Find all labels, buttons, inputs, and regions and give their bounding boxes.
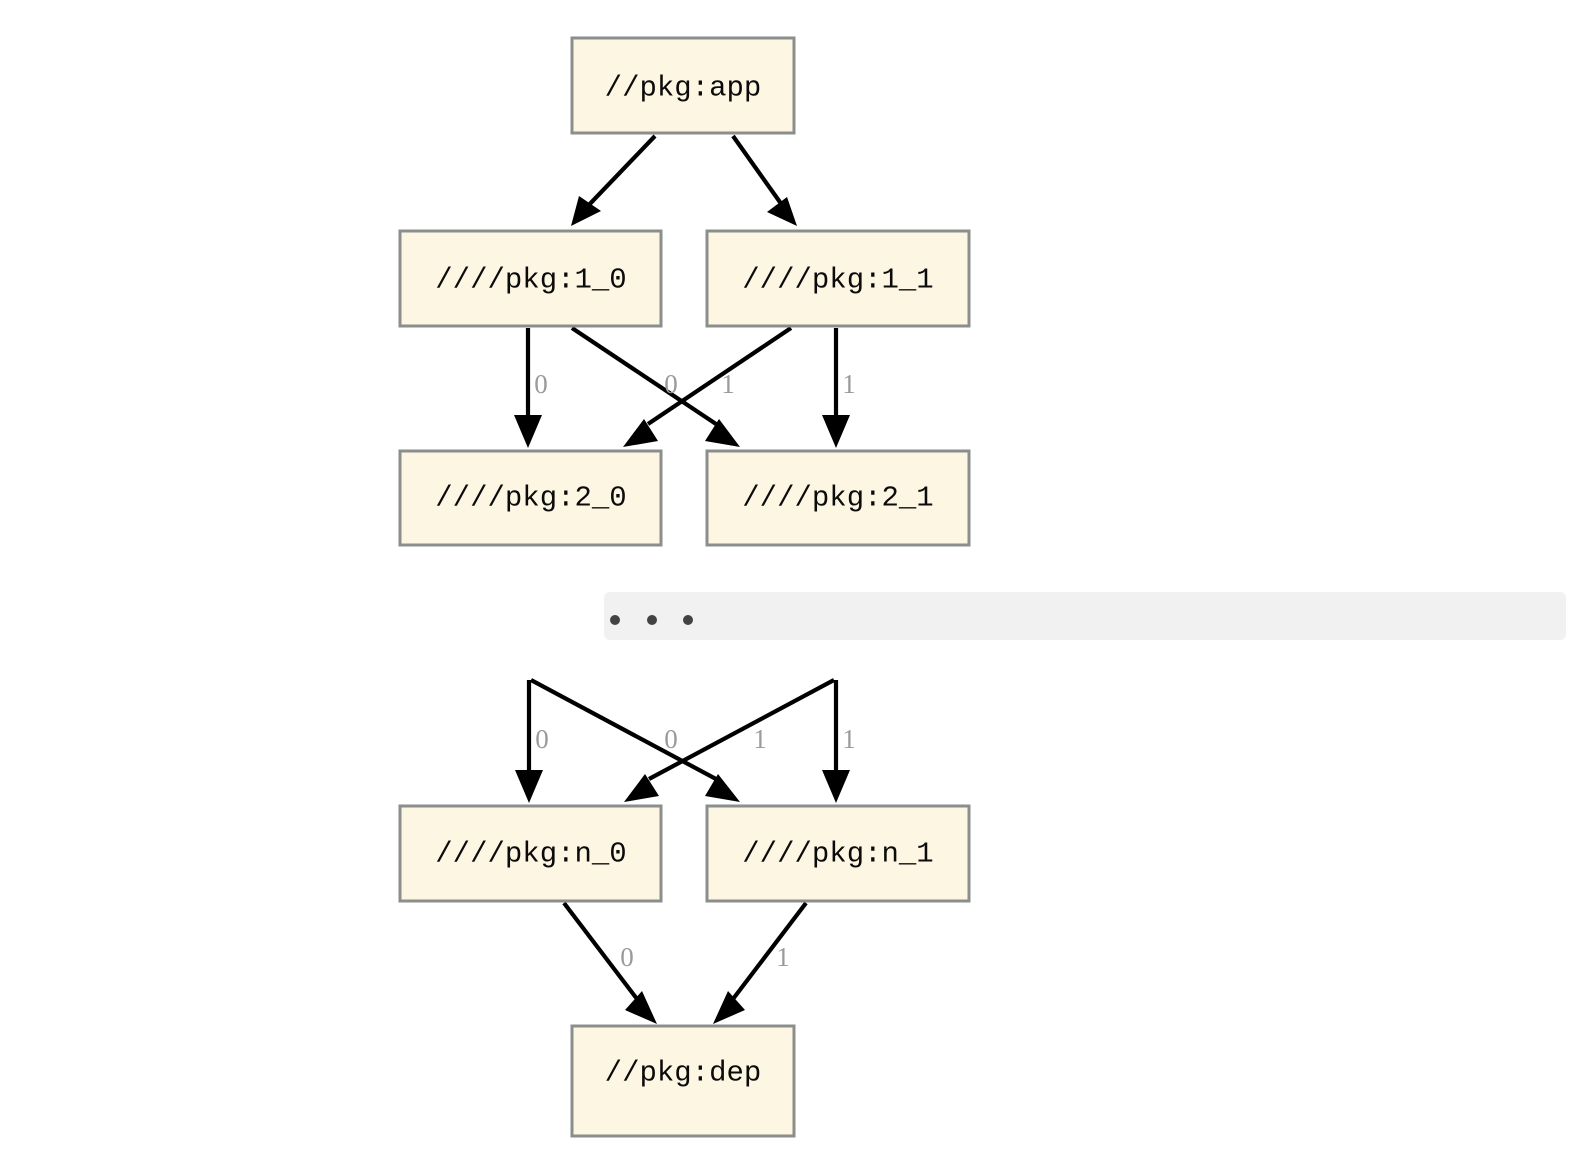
edge-label-top-cross-left: 0: [664, 369, 678, 399]
edge-app-to-1_1: [731, 134, 797, 226]
node-app-label: //pkg:app: [605, 72, 762, 105]
node-pkg-1_0[interactable]: ////pkg:1_0: [398, 229, 663, 328]
edge-cut-to-n_1-cross: 0: [530, 678, 740, 802]
node-pkg-2_1-rect[interactable]: [705, 449, 971, 547]
ellipsis-dot-2: [647, 615, 657, 625]
edge-cut-to-n_1-straight: 1: [822, 680, 856, 803]
node-pkg-n_0-label: ////pkg:n_0: [435, 838, 626, 871]
node-pkg-2_1[interactable]: ////pkg:2_1: [705, 449, 971, 547]
edge-n_0-to-dep: 0: [562, 901, 657, 1024]
edge-label-dep-right: 1: [776, 942, 790, 972]
ellipsis-dot-1: [610, 615, 620, 625]
node-pkg-2_0-label: ////pkg:2_0: [435, 482, 626, 515]
node-dep-label: //pkg:dep: [605, 1057, 762, 1090]
edge-label-bottom-cross-left: 0: [664, 724, 678, 754]
node-pkg-n_0-rect[interactable]: [398, 804, 663, 903]
edge-n_1-to-dep: 1: [713, 901, 808, 1024]
node-pkg-n_1[interactable]: ////pkg:n_1: [705, 804, 971, 903]
node-dep-rect[interactable]: [570, 1024, 796, 1138]
node-pkg-n_0[interactable]: ////pkg:n_0: [398, 804, 663, 903]
node-pkg-1_1[interactable]: ////pkg:1_1: [705, 229, 971, 328]
edge-label-bottom-left-straight: 0: [535, 724, 549, 754]
node-pkg-n_1-label: ////pkg:n_1: [742, 838, 933, 871]
edge-cut-to-n_0-straight: 0: [515, 680, 549, 803]
node-pkg-2_0[interactable]: ////pkg:2_0: [398, 449, 663, 547]
node-app-rect[interactable]: [570, 36, 796, 135]
node-pkg-2_1-label: ////pkg:2_1: [742, 482, 933, 515]
node-pkg-1_1-rect[interactable]: [705, 229, 971, 328]
edge-label-top-right-straight: 1: [842, 369, 856, 399]
node-pkg-n_1-rect[interactable]: [705, 804, 971, 903]
ellipsis-band: [604, 592, 1566, 640]
node-pkg-2_0-rect[interactable]: [398, 449, 663, 547]
edge-1_0-to-2_0: 0: [514, 328, 548, 448]
edge-label-bottom-right-straight: 1: [842, 724, 856, 754]
node-app[interactable]: //pkg:app: [570, 36, 796, 135]
node-dep[interactable]: //pkg:dep: [570, 1024, 796, 1138]
edge-label-top-cross-right: 1: [721, 369, 735, 399]
edge-cut-to-n_0-cross: 1: [624, 678, 835, 802]
ellipsis-band-rect: [604, 592, 1566, 640]
edge-label-bottom-cross-right: 1: [753, 724, 767, 754]
edge-1_1-to-2_1: 1: [822, 328, 856, 448]
edge-1_1-to-2_0: 1: [623, 326, 793, 447]
node-pkg-1_0-label: ////pkg:1_0: [435, 264, 626, 297]
node-pkg-1_1-label: ////pkg:1_1: [742, 264, 933, 297]
ellipsis-dot-3: [683, 615, 693, 625]
edge-app-to-1_0: [571, 134, 657, 226]
edge-1_0-to-2_1: 0: [570, 326, 740, 447]
node-pkg-1_0-rect[interactable]: [398, 229, 663, 328]
edge-label-top-left-straight: 0: [534, 369, 548, 399]
edge-label-dep-left: 0: [620, 942, 634, 972]
